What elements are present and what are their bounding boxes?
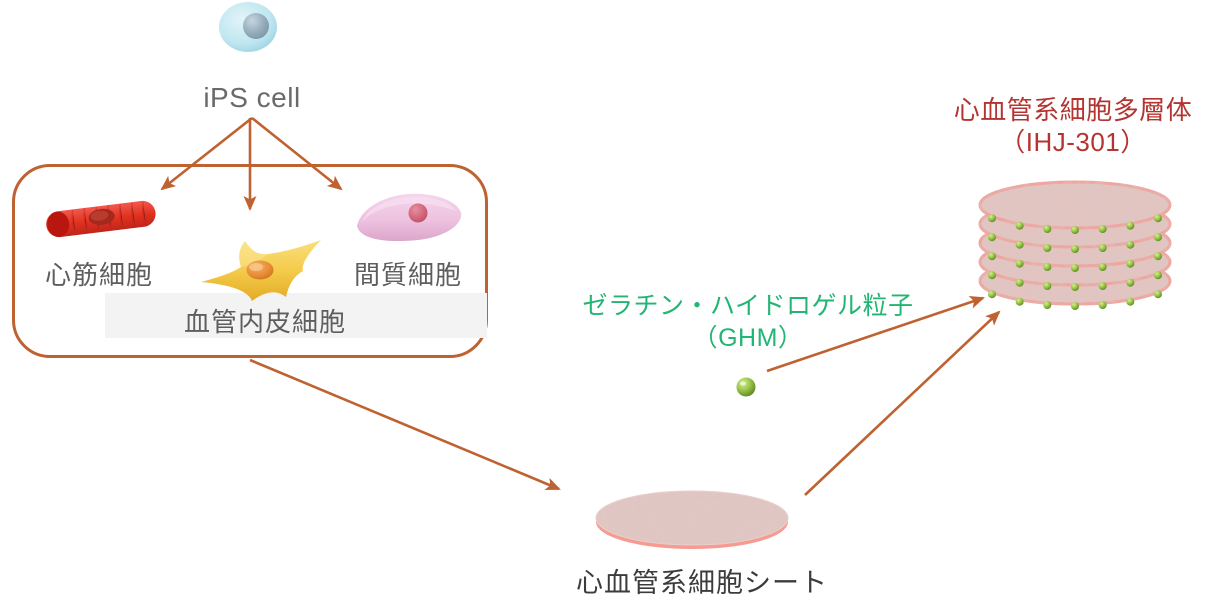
ghm-particle-dot [1154,233,1162,242]
ips-cell-label: iPS cell [203,82,301,113]
ghm-particle-dot [1154,252,1162,261]
ghm-particle-dot [1126,278,1135,287]
ghm-particle-dot [1043,244,1052,253]
ghm-particle-dot [1071,226,1079,234]
ghm-particle-dot [1098,301,1107,310]
ghm-particle-dot [1126,221,1135,230]
ghm-particle-dot [1098,244,1107,253]
ghm-particle-dot [988,271,996,280]
ghm-particle-dot [1043,301,1052,310]
ghm-particle-dot [1043,263,1052,272]
multilayer-name: 心血管系細胞多層体 [953,95,1193,125]
ghm-particle-dot [1154,271,1162,280]
ghm-particle-dot [1015,297,1024,306]
ghm-particle-dot [1126,259,1135,268]
cell-sheet-label: 心血管系細胞シート [576,568,828,598]
stromal-cell-icon [357,193,462,242]
differentiated-cells-box [12,164,488,358]
ghm-particle-dot [1126,297,1135,306]
multilayer-stack [978,180,1172,310]
ghm-label: ゼラチン・ハイドロゲル粒子 （GHM） [582,290,913,354]
ghm-particle-dot [1015,240,1024,249]
ghm-particle-dot [1043,225,1052,234]
ghm-particle-dot [1154,290,1162,299]
ghm-particle-dot [988,214,996,223]
ghm-particle-dot [1015,259,1024,268]
ghm-particle-dot [988,252,996,261]
cardiomyocyte-icon [46,200,156,238]
ghm-particle-dot [1098,225,1107,234]
ghm-particle-dot [1015,278,1024,287]
multilayer-code: （IHJ-301） [999,127,1147,157]
ips-cell-icon [219,2,277,52]
ghm-particle-dot [1098,282,1107,291]
box-highlight-band [105,293,487,338]
ghm-particle-dot [1126,240,1135,249]
ghm-particle-dot [1098,263,1107,272]
endothelial-cell-label: 血管内皮細胞 [183,307,347,337]
ghm-particle-dot [1071,302,1079,310]
ghm-abbr: （GHM） [692,324,804,352]
ghm-particle-dot [1071,245,1079,253]
ghm-name: ゼラチン・ハイドロゲル粒子 [582,292,914,320]
stromal-cell-label: 間質細胞 [353,260,463,290]
ghm-particle-dot [1043,282,1052,291]
cardiomyocyte-label: 心筋細胞 [44,260,154,290]
ghm-particle-dot [1015,221,1024,230]
arrow-box-to-sheet [249,358,561,491]
ghm-particle-dot [988,290,996,299]
cell-sheet [595,490,789,549]
ghm-particle-dot [1071,283,1079,291]
multilayer-label: 心血管系細胞多層体 （IHJ-301） [954,94,1193,158]
ghm-particle-icon [736,377,756,397]
ghm-particle-dot [988,233,996,242]
ghm-particle-dot [1071,264,1079,272]
endothelial-cell-icon [201,240,321,301]
ghm-particle-dot [1154,214,1162,223]
